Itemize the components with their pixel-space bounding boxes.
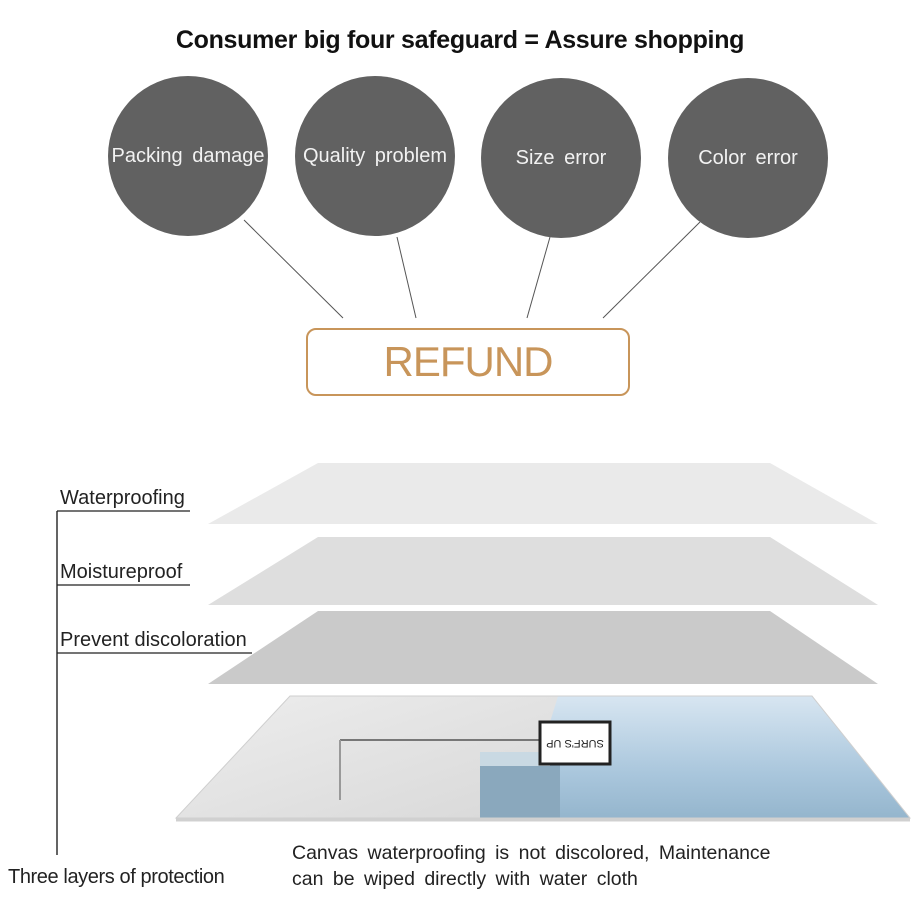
layer-label-waterproofing: Waterproofing (60, 487, 185, 509)
canvas-print: SURF'S UP (176, 696, 910, 818)
connector-line (526, 236, 551, 319)
layer-label-discoloration: Prevent discoloration (60, 629, 247, 651)
refund-label: REFUND (383, 338, 554, 385)
connector-line (243, 219, 344, 319)
discoloration-layer (208, 611, 878, 684)
waterproofing-layer (208, 463, 878, 524)
bracket-label: Three layers of protection (8, 866, 225, 888)
page-title: Consumer big four safeguard = Assure sho… (175, 26, 745, 54)
circle-color-error: Color error (668, 78, 828, 238)
description-line: can be wiped directly with water cloth (292, 868, 638, 890)
layer-label-moistureproof: Moistureproof (60, 561, 183, 583)
moistureproof-layer (208, 537, 878, 605)
circle-label: Packing damage (111, 144, 265, 167)
circle-quality-problem: Quality problem (295, 76, 455, 236)
circle-label: Size error (515, 146, 607, 169)
circle-label: Quality problem (302, 144, 448, 167)
circle-size-error: Size error (481, 78, 641, 238)
connector-line (396, 236, 417, 319)
connector-line (602, 221, 701, 319)
sign-text: SURF'S UP (546, 737, 604, 749)
description-line: Canvas waterproofing is not discolored, … (292, 842, 771, 864)
circle-packing-damage: Packing damage (108, 76, 268, 236)
circle-label: Color error (698, 146, 798, 169)
description: Canvas waterproofing is not discolored, … (292, 840, 771, 892)
refund-box: REFUND (306, 328, 630, 396)
